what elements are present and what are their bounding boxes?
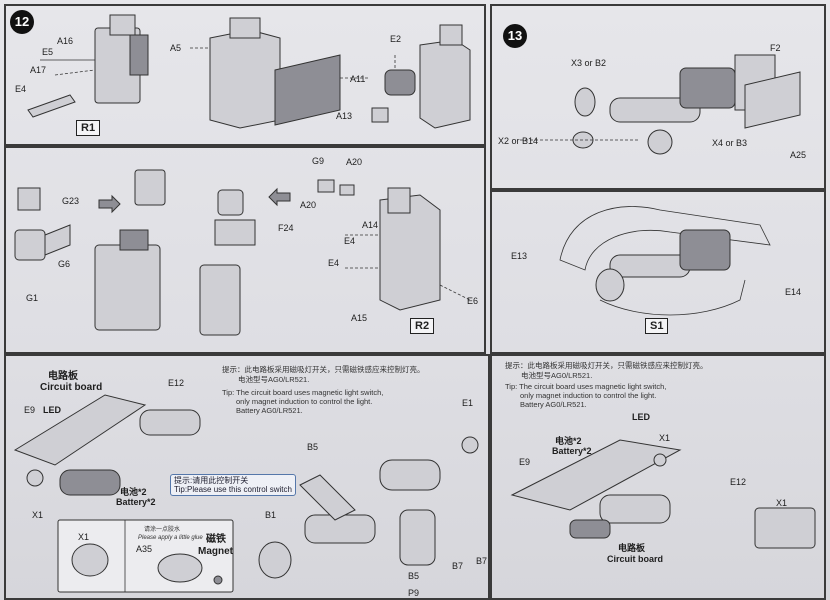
label-x1: X1 <box>32 510 44 520</box>
label-a15: A15 <box>351 313 368 323</box>
led-label-right: LED <box>632 412 650 422</box>
label-e13: E13 <box>511 251 528 261</box>
label-e4-lower: E4 <box>328 258 340 268</box>
tip-en1-left: Tip: The circuit board uses magnetic lig… <box>222 388 384 397</box>
tip-zh-left: 提示：此电路板采用磁吸灯开关，只需磁铁感应来控制灯亮。 <box>222 365 425 374</box>
label-e14: E14 <box>785 287 802 297</box>
battery-zh-right: 电池*2 <box>555 436 582 446</box>
circuit-board-zh: 电路板 <box>48 371 78 382</box>
label-a11: A11 <box>350 74 366 84</box>
panel-r2 <box>4 146 486 354</box>
r2-right-drawing <box>317 179 471 311</box>
label-b7-left: B7 <box>452 561 464 571</box>
label-a20-bottom: A20 <box>300 200 317 210</box>
control-switch-tip-en: Tip:Please use this control switch <box>174 485 292 494</box>
circuit-board-en-right: Circuit board <box>607 554 664 564</box>
bottom-left-drawing <box>13 394 479 593</box>
battery-en-right: Battery*2 <box>552 446 592 456</box>
panel-s1 <box>490 190 826 354</box>
tip-en2-right: only magnet induction to control the lig… <box>520 391 657 400</box>
label-b5-top: B5 <box>307 442 319 452</box>
step13-drawing <box>520 54 801 155</box>
tip-zh2-left: 电池型号AG0/LR521. <box>238 375 310 384</box>
panel-bottom-right <box>490 354 826 600</box>
label-x3-or-b2: X3 or B2 <box>571 58 607 68</box>
panel-step13 <box>490 4 826 190</box>
box-label-r2: R2 <box>410 318 435 334</box>
circuit-board-zh-right: 电路板 <box>618 543 646 553</box>
magnet-zh: 磁铁 <box>206 534 226 545</box>
control-switch-tip: 提示:请用此控制开关 Tip:Please use this control s… <box>170 474 296 496</box>
label-e9: E9 <box>24 405 36 415</box>
label-g23: G23 <box>62 196 80 206</box>
label-a20-top: A20 <box>346 157 363 167</box>
label-e9-right: E9 <box>519 457 531 467</box>
label-a35: A35 <box>136 544 153 554</box>
r1-right-assembly-drawing <box>371 24 471 129</box>
glue-note-en: Please apply a little glue <box>138 535 203 541</box>
tip-en2-left: only magnet induction to control the lig… <box>236 397 373 406</box>
magnet-en: Magnet <box>198 546 233 557</box>
step-12-badge: 12 <box>10 10 34 34</box>
label-e5: E5 <box>42 47 54 57</box>
label-a17: A17 <box>30 65 47 75</box>
r2-left-drawing <box>14 169 291 336</box>
label-f24: F24 <box>278 223 294 233</box>
label-f2: F2 <box>770 43 781 53</box>
tip-zh-right: 提示：此电路板采用磁吸灯开关，只需磁铁感应来控制灯亮。 <box>505 361 708 370</box>
label-a16: A16 <box>57 36 74 46</box>
label-b5-bottom: B5 <box>408 571 420 581</box>
label-x1-right: X1 <box>659 433 671 443</box>
circuit-board-en: Circuit board <box>40 382 103 393</box>
step-13-badge: 13 <box>503 24 527 48</box>
box-label-r1: R1 <box>76 120 101 136</box>
bottom-right-drawing <box>510 439 816 549</box>
label-a5: A5 <box>170 43 182 53</box>
battery-en: Battery*2 <box>116 497 156 507</box>
label-e12: E12 <box>168 378 185 388</box>
panel-r1 <box>4 4 486 146</box>
label-e1: E1 <box>462 398 474 408</box>
label-b1: B1 <box>265 510 277 520</box>
label-x4-or-b3: X4 or B3 <box>712 138 748 148</box>
label-a14: A14 <box>362 220 379 230</box>
label-x2-or-b14: X2 or B14 <box>498 136 539 146</box>
label-g9: G9 <box>312 156 325 166</box>
label-e4: E4 <box>15 84 27 94</box>
tip-en1-right: Tip: The circuit board uses magnetic lig… <box>505 382 667 391</box>
label-g6: G6 <box>58 259 71 269</box>
box-label-s1: S1 <box>645 318 669 334</box>
label-a25: A25 <box>790 150 807 160</box>
label-b7-right: B7 <box>476 556 488 566</box>
label-x1-inset: X1 <box>78 532 90 542</box>
led-label: LED <box>43 405 61 415</box>
label-e2: E2 <box>390 34 402 44</box>
tip-zh2-right: 电池型号AG0/LR521. <box>521 371 593 380</box>
label-x1-right-inset: X1 <box>776 498 788 508</box>
r1-left-assembly-drawing <box>27 14 149 118</box>
r1-middle-assembly-drawing <box>190 17 370 129</box>
page-number: P9 <box>408 588 420 598</box>
panel-bottom-left <box>4 354 490 600</box>
label-e6: E6 <box>467 296 479 306</box>
glue-note-zh: 请涂一点胶水 <box>144 527 181 533</box>
control-switch-tip-zh: 提示:请用此控制开关 <box>174 476 249 485</box>
battery-zh: 电池*2 <box>120 487 147 497</box>
s1-drawing <box>559 206 771 316</box>
label-a13: A13 <box>336 111 353 121</box>
tip-en3-right: Battery AG0/LR521. <box>520 400 587 409</box>
label-e4-upper: E4 <box>344 236 356 246</box>
label-e12-right: E12 <box>730 477 747 487</box>
label-g1: G1 <box>26 293 39 303</box>
tip-en3-left: Battery AG0/LR521. <box>236 406 303 415</box>
